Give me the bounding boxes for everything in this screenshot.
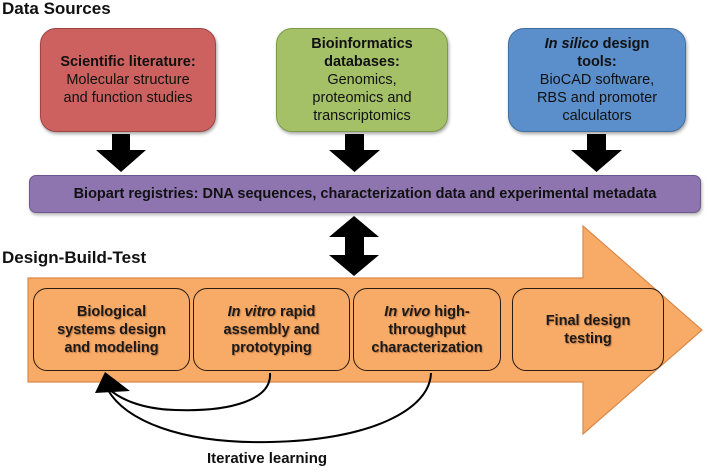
source-title-line: databases: (324, 54, 400, 70)
stage-in-vitro-assembly: In vitro rapid assembly and prototyping (193, 288, 350, 371)
stage-line: assembly and (223, 321, 320, 338)
stage-final-testing: Final design testing (512, 288, 664, 371)
feedback-arrowhead-icon (95, 372, 130, 393)
stage-line: systems design (57, 321, 166, 338)
source-title: Scientific literature: (60, 54, 196, 70)
source-title-line: Bioinformatics (311, 36, 413, 52)
down-arrow-icon (329, 134, 380, 172)
data-sources-heading: Data Sources (2, 0, 111, 18)
stage-line: Final design (545, 312, 631, 329)
stage-line: In vivo high- (371, 303, 482, 321)
source-body-line: BioCAD software, (539, 72, 655, 88)
stage-line: In vitro rapid (224, 303, 320, 321)
stage-line: characterization (371, 339, 483, 356)
stage-text: high- (430, 303, 470, 320)
source-bioinformatics-databases: Bioinformatics databases: Genomics, prot… (276, 28, 448, 132)
italic-term: In vitro (227, 303, 276, 320)
stage-line: testing (564, 330, 612, 347)
source-body-line: calculators (562, 108, 632, 124)
design-build-test-heading: Design-Build-Test (2, 248, 147, 267)
down-arrow-icon (571, 134, 622, 172)
iterative-learning-label: Iterative learning (207, 450, 328, 467)
source-body-line: Genomics, (327, 72, 397, 88)
stage-text: rapid (275, 303, 316, 320)
source-in-silico-tools: In silico design tools: BioCAD software,… (508, 28, 686, 132)
down-arrow-icon (96, 134, 146, 172)
source-title-text: design (598, 36, 650, 52)
feedback-curve-short (107, 372, 272, 412)
source-scientific-literature: Scientific literature: Molecular structu… (40, 28, 216, 132)
stage-line: prototyping (231, 339, 312, 356)
source-body-line: and function studies (63, 90, 193, 106)
source-body-line: RBS and promoter (536, 90, 658, 106)
stage-line: throughput (388, 321, 466, 338)
source-title-line: In silico design (509, 35, 685, 53)
source-body-line: proteomics and (312, 90, 412, 106)
source-body-line: transcriptomics (313, 108, 411, 124)
source-body-line: Molecular structure (66, 72, 190, 88)
italic-term: In vivo (384, 303, 431, 320)
stage-design-modeling: Biological systems design and modeling (33, 288, 190, 371)
bidirectional-arrow-icon (329, 216, 379, 276)
feedback-curve-long (107, 372, 432, 444)
biopart-registries-bar: Biopart registries: DNA sequences, chara… (29, 175, 701, 213)
stage-in-vivo-characterization: In vivo high- throughput characterizatio… (353, 288, 501, 371)
stage-line: Biological (76, 303, 147, 320)
source-title-line: tools: (577, 54, 617, 70)
stage-line: and modeling (64, 339, 159, 356)
italic-term: In silico (544, 36, 599, 52)
